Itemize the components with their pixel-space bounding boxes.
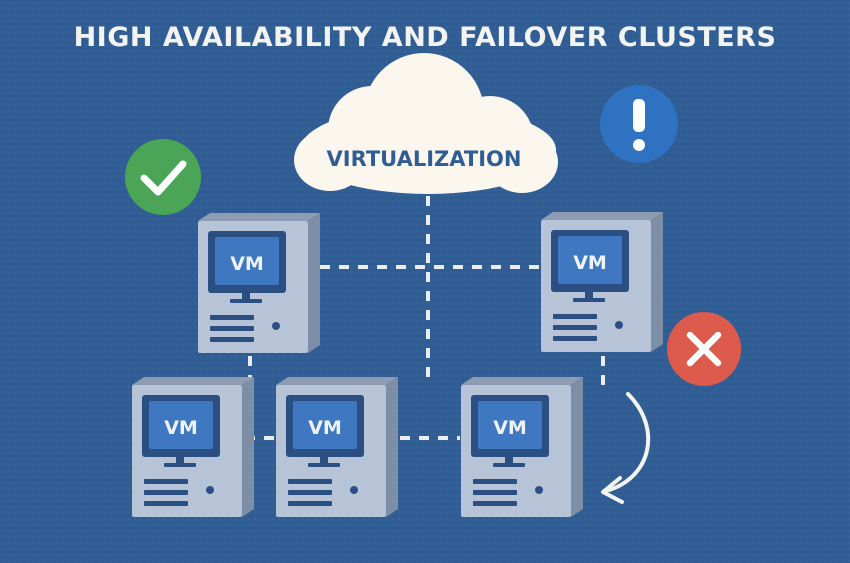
cross-icon: [667, 312, 741, 386]
vm-label: VM: [230, 253, 264, 275]
vm-label: VM: [308, 417, 342, 439]
virtualization-cloud: VIRTUALIZATION: [294, 53, 558, 194]
server-bottom-middle: VM: [276, 377, 398, 517]
cloud-label: VIRTUALIZATION: [327, 147, 522, 171]
vm-label: VM: [164, 417, 198, 439]
exclamation-icon: [600, 85, 678, 163]
checkmark-icon: [125, 139, 201, 215]
failover-arrow: [601, 392, 651, 504]
server-top-left: VM: [198, 213, 320, 353]
server-bottom-right: VM: [461, 377, 583, 517]
vm-label: VM: [493, 417, 527, 439]
page-title: HIGH AVAILABILITY AND FAILOVER CLUSTERS: [73, 22, 777, 53]
vm-label: VM: [573, 252, 607, 274]
server-bottom-left: VM: [132, 377, 254, 517]
server-top-right: VM: [541, 212, 663, 352]
